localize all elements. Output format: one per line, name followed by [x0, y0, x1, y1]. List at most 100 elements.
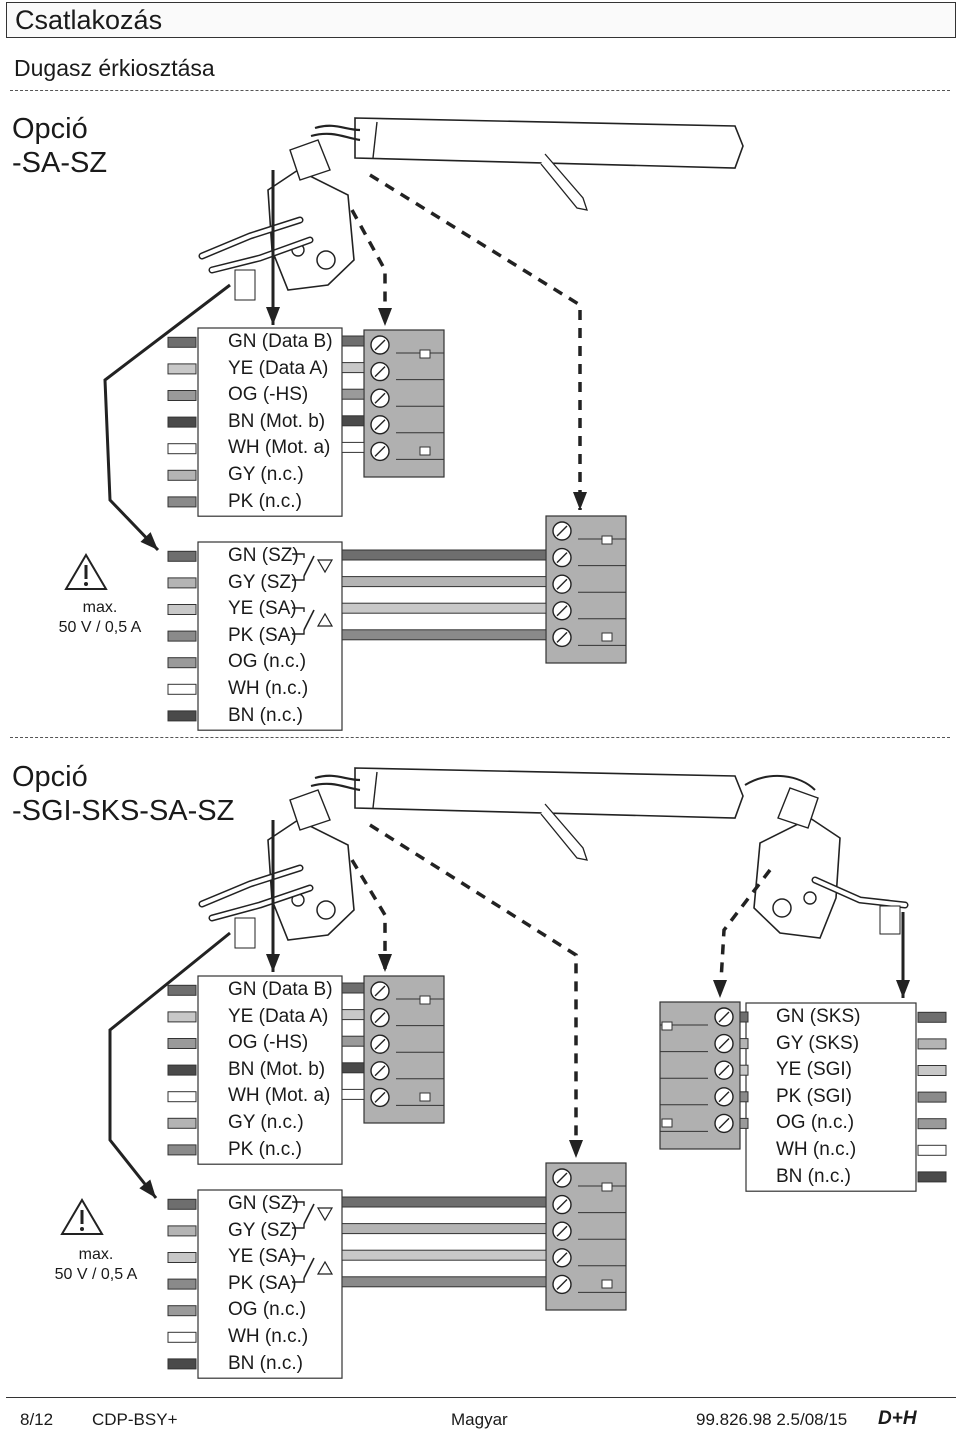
wire-label: WH (Mot. a) — [228, 1085, 331, 1107]
wire-label: WH (n.c.) — [776, 1139, 857, 1160]
wire-color-swatch — [167, 577, 197, 589]
wire-label: GY (n.c.) — [228, 464, 304, 485]
solid-lead — [103, 283, 231, 552]
wire-color-swatch — [167, 1358, 197, 1370]
plug-contact-block — [777, 787, 819, 829]
dashed-lead — [369, 823, 578, 1158]
wire-color-swatch — [167, 1091, 197, 1103]
wire-color-swatch — [167, 1305, 197, 1317]
cable-entry — [803, 891, 817, 905]
page-title: Csatlakozás — [15, 5, 163, 35]
close-direction-icon — [316, 1207, 334, 1222]
wire-color-swatch — [917, 1011, 947, 1023]
wire-stub — [739, 1038, 749, 1050]
warning-text: max. 50 V / 0,5 A — [36, 1245, 156, 1285]
warning-line1: max. — [82, 599, 118, 616]
wire-stub — [341, 1062, 365, 1074]
dashed-lead — [350, 209, 387, 326]
wire-color-swatch — [167, 1198, 197, 1210]
arrow-head — [378, 954, 392, 972]
wire-label: GY (n.c.) — [228, 1112, 304, 1133]
screw-slot — [374, 1012, 386, 1024]
plug-contact-block — [289, 789, 331, 831]
dashed-lead — [350, 859, 387, 972]
wire-run — [341, 629, 547, 641]
plug-contact-block — [289, 139, 331, 181]
screw-slot — [374, 339, 386, 351]
screw-slot — [718, 1064, 730, 1076]
wire-stub — [341, 388, 365, 400]
screw-slot — [374, 366, 386, 378]
product-name: CDP-BSY+ — [92, 1410, 178, 1429]
terminal-tab — [601, 1279, 613, 1289]
wire-label: BN (n.c.) — [228, 704, 303, 726]
brand-logo: D+H — [878, 1408, 917, 1429]
option-code: -SA-SZ — [12, 147, 108, 179]
warning-line1: max. — [78, 1246, 114, 1263]
wire-color-swatch — [167, 1331, 197, 1343]
wire-label: PK (SA) — [228, 624, 297, 646]
arrow-head — [266, 954, 280, 972]
screw-slot — [556, 552, 568, 564]
wire-stub — [341, 1009, 365, 1021]
wire-label: WH (Mot. a) — [228, 437, 331, 459]
wire-color-swatch — [167, 390, 197, 401]
wire-run — [341, 1223, 547, 1235]
terminal-tab — [601, 535, 613, 545]
actuator-cable — [314, 774, 361, 782]
arrow-head — [573, 492, 587, 510]
wire-stub — [341, 982, 365, 994]
wire-stub — [341, 415, 365, 427]
actuator-edge — [372, 771, 378, 809]
warning-dot — [80, 1227, 84, 1231]
screw-slot — [374, 392, 386, 404]
wire-label: GY (SZ) — [228, 571, 298, 593]
wire-label: OG (n.c.) — [776, 1112, 855, 1134]
wire-label-frame — [745, 1002, 917, 1192]
wire-label: BN (n.c.) — [776, 1165, 851, 1187]
wire-color-swatch — [167, 496, 197, 508]
cable-tail-fill — [200, 866, 302, 906]
cable-entry — [316, 900, 336, 920]
wire-color-swatch — [917, 1118, 947, 1130]
wire-label: PK (n.c.) — [228, 490, 302, 512]
wire-stub — [341, 335, 365, 347]
plug-housing — [753, 817, 841, 939]
cable-entry — [316, 250, 336, 270]
arrow-head — [140, 532, 158, 550]
switch-contact — [292, 1278, 305, 1283]
wire-color-swatch — [167, 657, 197, 669]
switch-contact — [292, 630, 305, 635]
wire-stub — [341, 1035, 365, 1047]
screw-slot — [556, 525, 568, 537]
screw-slot — [718, 1117, 730, 1129]
wire-label: OG (-HS) — [228, 384, 309, 406]
language: Magyar — [451, 1410, 508, 1429]
switch-contact — [292, 1224, 305, 1229]
screw-slot — [556, 1172, 568, 1184]
actuator-body — [354, 767, 744, 819]
wire-color-swatch — [167, 1278, 197, 1290]
actuator-cable — [744, 774, 816, 791]
wire-color-swatch — [167, 710, 197, 722]
screw-slot — [374, 1038, 386, 1050]
wire-stub — [341, 1088, 365, 1100]
wire-label: YE (SA) — [228, 1246, 297, 1268]
header-bar: Csatlakozás — [6, 2, 956, 38]
wire-color-swatch — [167, 630, 197, 642]
wire-label: GY (SKS) — [776, 1032, 860, 1054]
wire-color-swatch — [167, 469, 197, 481]
wire-label: GN (SKS) — [776, 1006, 861, 1027]
option-title-sa-sz: Opció -SA-SZ — [12, 112, 107, 180]
terminal-tab — [419, 446, 431, 456]
wire-label: OG (n.c.) — [228, 1299, 307, 1321]
actuator-edge — [372, 121, 378, 159]
solid-lead — [108, 931, 231, 1199]
wire-label: WH (n.c.) — [228, 678, 309, 699]
wire-label: GN (SZ) — [228, 545, 299, 566]
wire-run — [341, 1249, 547, 1261]
cable-tail-fill — [200, 218, 302, 258]
screw-slot — [556, 631, 568, 643]
wire-label: WH (n.c.) — [228, 1326, 309, 1347]
wire-label-frame — [197, 541, 343, 731]
